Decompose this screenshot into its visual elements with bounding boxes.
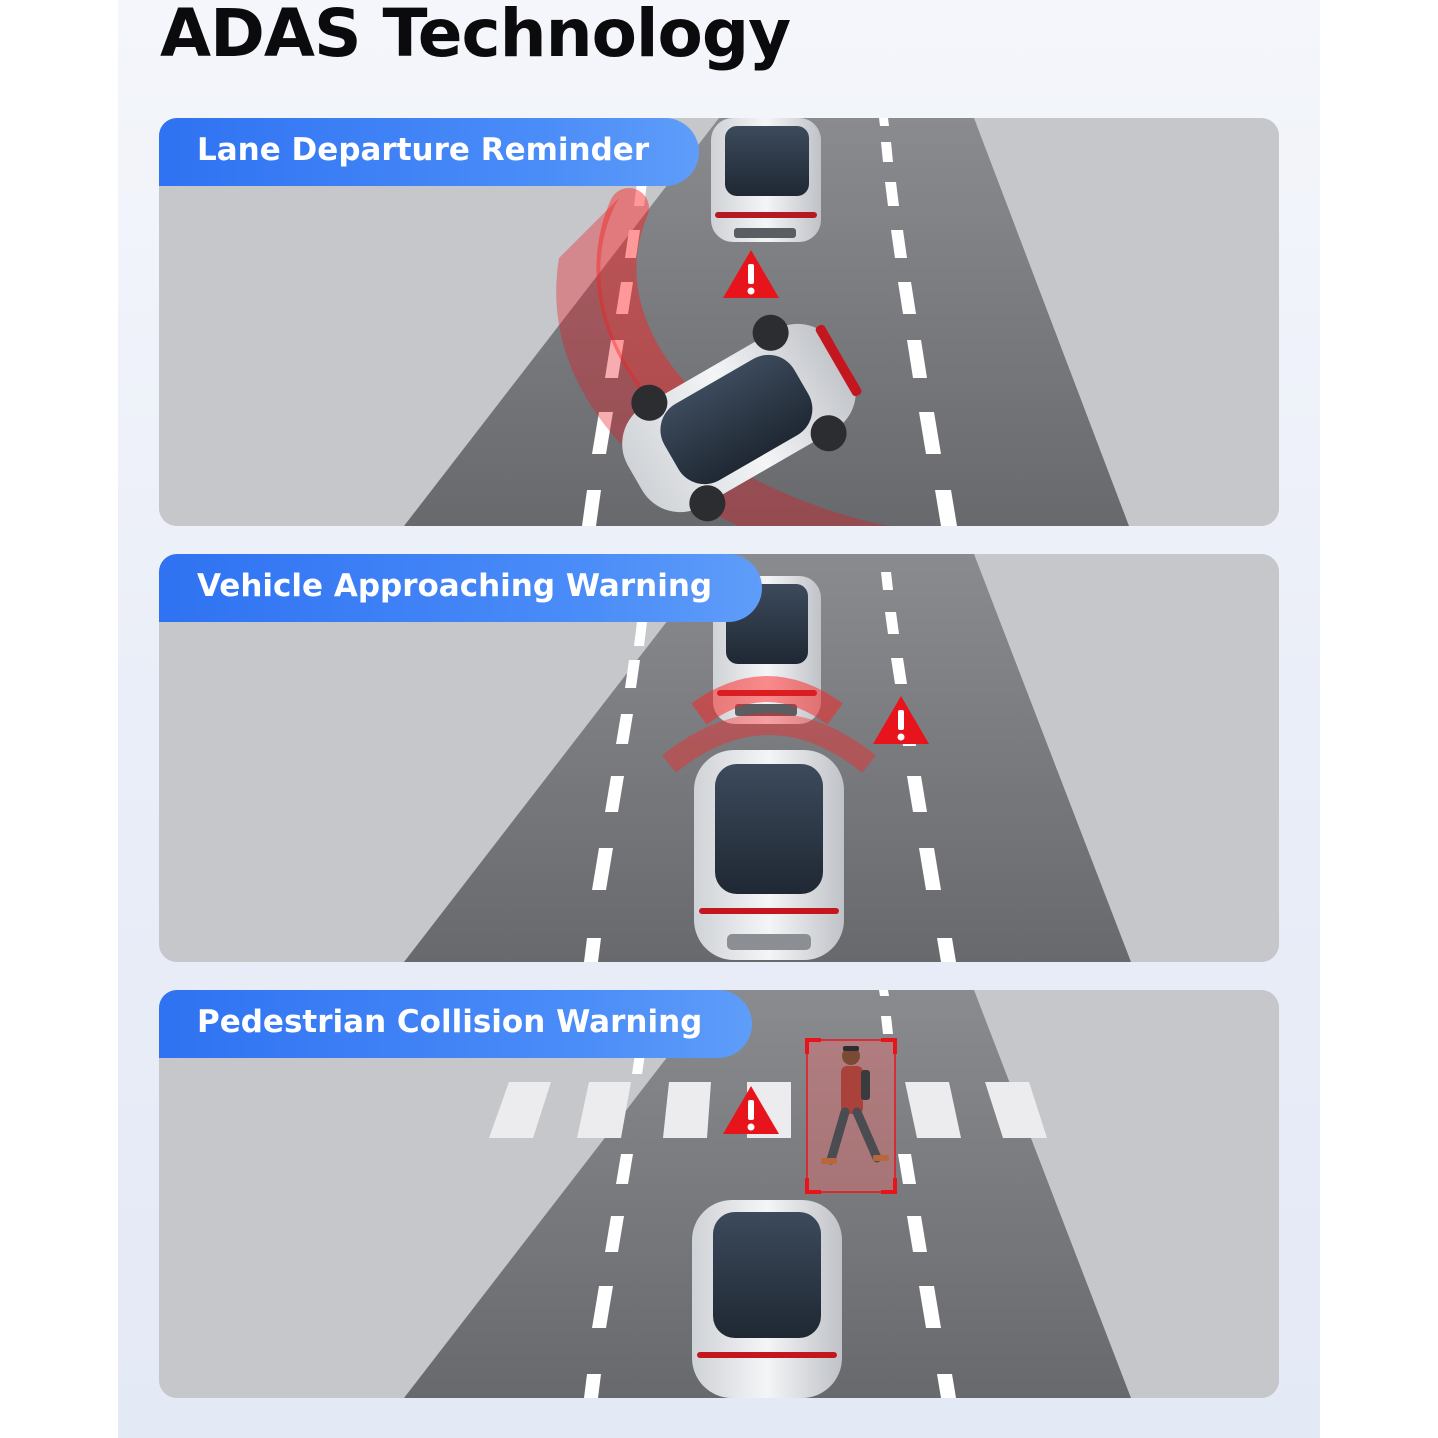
left-lane-dashes (584, 1054, 645, 1398)
left-lane-dashes (584, 622, 647, 962)
pedestrian-collision-scene (159, 990, 1279, 1398)
lead-car (711, 118, 821, 242)
warning-triangle-icon (873, 696, 929, 744)
ego-car (622, 314, 862, 522)
warning-triangle-icon (723, 250, 779, 298)
panel-pedestrian-collision: Pedestrian Collision Warning (159, 990, 1279, 1398)
lane-departure-scene (159, 118, 1279, 526)
right-lane-dashes (879, 118, 957, 526)
ego-car (692, 1200, 842, 1398)
pedestrian-detection-box (805, 1038, 897, 1194)
ego-car (694, 750, 844, 960)
pedestrian (821, 1046, 889, 1165)
left-lane-dashes (582, 182, 647, 526)
panel-vehicle-approaching: Vehicle Approaching Warning (159, 554, 1279, 962)
right-lane-dashes (879, 990, 956, 1398)
vehicle-approaching-scene (159, 554, 1279, 962)
panel-label: Lane Departure Reminder (159, 118, 700, 186)
panel-label: Vehicle Approaching Warning (159, 554, 763, 622)
panel-label: Pedestrian Collision Warning (159, 990, 753, 1058)
page-title: ADAS Technology (160, 0, 791, 72)
panel-lane-departure: Lane Departure Reminder (159, 118, 1279, 526)
warning-triangle-icon (723, 1086, 779, 1134)
